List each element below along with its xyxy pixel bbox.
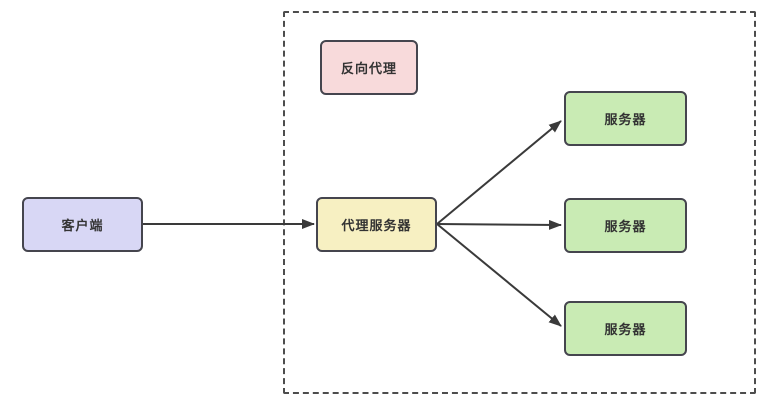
client-node: 客户端 xyxy=(22,197,143,252)
server-node-3: 服务器 xyxy=(564,301,687,356)
server-node-3-label: 服务器 xyxy=(604,322,647,337)
server-node-1: 服务器 xyxy=(564,91,687,146)
proxy-server-node-label: 代理服务器 xyxy=(341,218,412,233)
server-node-1-label: 服务器 xyxy=(604,112,647,127)
reverse-proxy-boundary xyxy=(283,11,756,394)
proxy-server-node: 代理服务器 xyxy=(316,197,437,252)
client-node-label: 客户端 xyxy=(61,218,104,233)
reverse-proxy-title-label: 反向代理 xyxy=(340,61,397,76)
reverse-proxy-title-node: 反向代理 xyxy=(320,40,418,95)
server-node-2-label: 服务器 xyxy=(604,219,647,234)
server-node-2: 服务器 xyxy=(564,198,687,253)
